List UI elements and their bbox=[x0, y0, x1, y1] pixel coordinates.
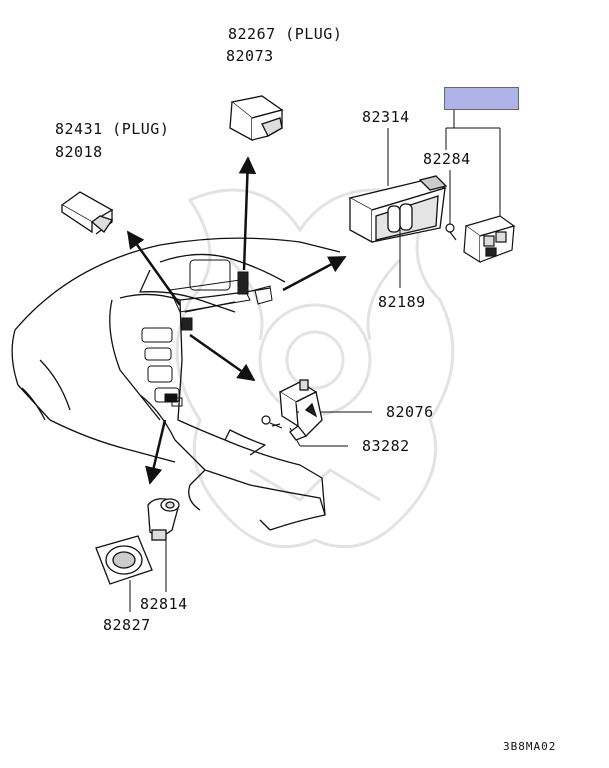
dashboard-outline bbox=[11, 237, 341, 531]
highlight-box bbox=[444, 87, 519, 110]
switch-82284-part bbox=[445, 215, 516, 264]
label-82073: 82073 bbox=[226, 47, 274, 65]
switch-82076-part bbox=[278, 379, 323, 441]
label-82827: 82827 bbox=[103, 616, 151, 634]
plug-82018-part bbox=[60, 191, 114, 235]
label-83282: 83282 bbox=[362, 437, 410, 455]
label-82314: 82314 bbox=[362, 108, 410, 126]
label-82018: 82018 bbox=[55, 143, 103, 161]
label-82814: 82814 bbox=[140, 595, 188, 613]
label-82076: 82076 bbox=[386, 403, 434, 421]
switch-assembly-82314-part bbox=[348, 175, 448, 244]
center-console bbox=[141, 259, 273, 407]
plug-82073-part bbox=[229, 95, 284, 142]
lighter-82814-part bbox=[147, 498, 180, 541]
label-82267-plug: 82267 (PLUG) bbox=[228, 25, 343, 43]
ring-82827-part bbox=[95, 535, 153, 585]
label-82284: 82284 bbox=[423, 150, 471, 168]
diagram-code: 3B8MA02 bbox=[503, 740, 557, 753]
screw-83282-part bbox=[261, 415, 283, 429]
pointer-arrows bbox=[126, 156, 347, 485]
label-82431-plug: 82431 (PLUG) bbox=[55, 120, 170, 138]
watermark-emblem bbox=[175, 188, 455, 549]
label-82189: 82189 bbox=[378, 293, 426, 311]
